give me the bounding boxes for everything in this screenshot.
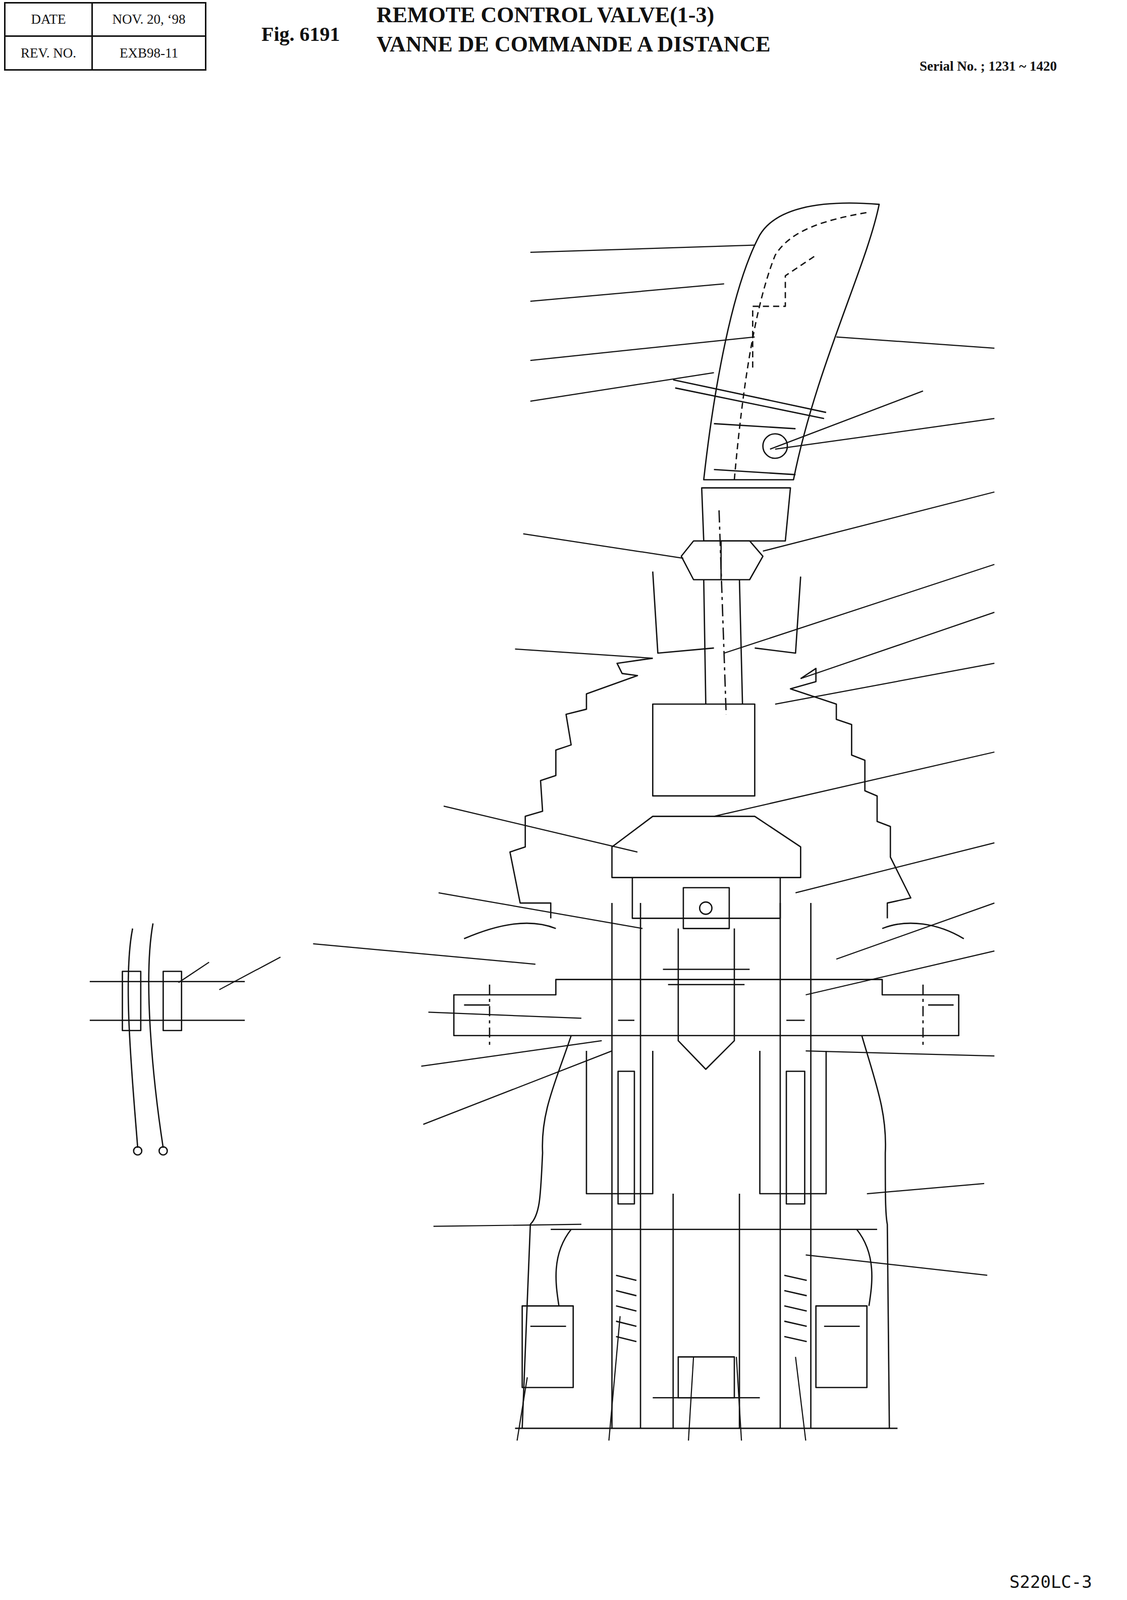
header-text: EXB98-11 (119, 45, 179, 62)
header-cell: DATE (4, 2, 93, 37)
figure-title-french: VANNE DE COMMANDE A DISTANCE (376, 31, 771, 58)
header-text: DATE (31, 11, 67, 28)
header-text: REV. NO. (20, 45, 77, 62)
figure-title: REMOTE CONTROL VALVE(1-3) (376, 2, 715, 28)
header-cell: EXB98-11 (91, 35, 207, 71)
header-cell: NOV. 20, ‘98 (91, 2, 207, 37)
header-text: NOV. 20, ‘98 (112, 11, 186, 28)
serial-range: Serial No. ; 1231 ~ 1420 (919, 58, 1057, 75)
figure-number: Fig. 6191 (261, 22, 341, 46)
header-cell: REV. NO. (4, 35, 93, 71)
model-code: S220LC-3 (1009, 1571, 1093, 1592)
